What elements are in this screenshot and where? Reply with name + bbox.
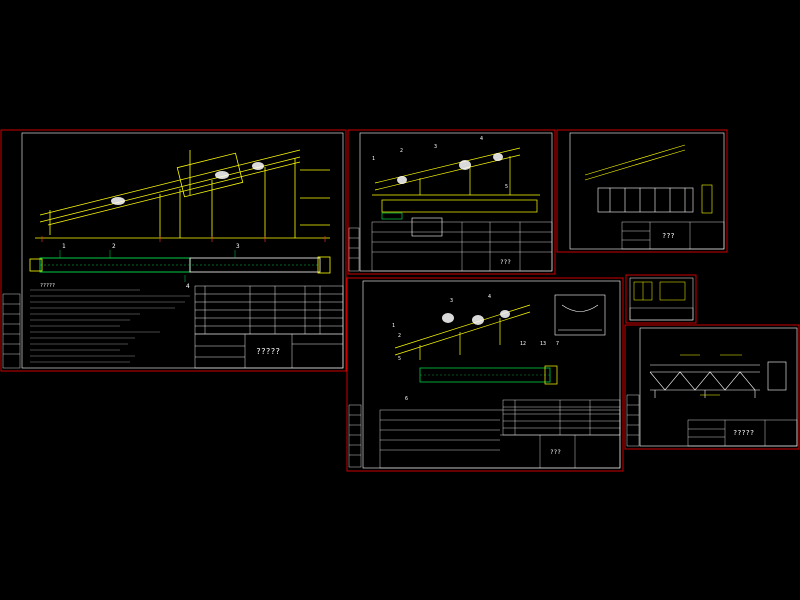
balloon-2: 2 — [400, 148, 403, 154]
sheet-2-title-block — [371, 221, 553, 272]
sheet-2-title-text: ??? — [500, 259, 511, 266]
balloon-13: 13 — [540, 341, 546, 347]
sheet-3-inner-frame — [569, 132, 725, 250]
sheet-1-title-block — [194, 333, 344, 369]
sheet-5-margin-strip — [626, 394, 640, 447]
balloon-2: 2 — [112, 243, 116, 250]
sheet-3-title-text: ??? — [662, 232, 675, 240]
balloon-6: 6 — [405, 396, 408, 402]
sheet-1-outer-frame — [0, 129, 347, 372]
sheet-4-margin-strip — [348, 404, 362, 468]
sheet-5-inner-frame — [639, 327, 798, 447]
sheet-1-notes — [30, 289, 190, 363]
balloon-4: 4 — [488, 294, 491, 300]
sheet-5-title-block — [687, 419, 798, 447]
detail-sheet-inner — [629, 277, 694, 321]
sheet-2-balloons: 1 2 3 4 5 — [372, 136, 508, 190]
sheet-2[interactable]: 1 2 3 4 5 ??? — [347, 129, 556, 275]
balloon-3: 3 — [236, 243, 240, 250]
detail-sheet-title-block — [629, 307, 694, 321]
sheet-5-trestle-elevation — [649, 361, 787, 398]
sheet-4[interactable]: 1 2 3 4 5 6 12 13 7 — [346, 277, 624, 472]
balloon-1: 1 — [372, 156, 375, 162]
sheet-2-margin-strip — [348, 227, 360, 272]
sheet-1-header-label: ????? — [40, 283, 55, 289]
balloon-3: 3 — [450, 298, 453, 304]
sheet-2-rollers — [397, 153, 503, 184]
sheet-1-conveyor-elevation — [35, 149, 330, 239]
sheet-1-conveyor-rollers — [111, 162, 264, 205]
sheet-5-leaders — [680, 354, 742, 396]
sheet-1-balloons: 1 2 3 4 — [62, 243, 240, 290]
sheet-1-margin-strip — [2, 293, 21, 369]
sheet-5-title-text: ????? — [733, 429, 754, 437]
sheet-1[interactable]: 1 2 3 4 ????? — [0, 129, 347, 372]
balloon-2: 2 — [398, 333, 401, 339]
sheet-1-dimension-ticks — [41, 236, 326, 242]
detail-sheet-frame — [625, 274, 697, 324]
sheet-4-balloons: 1 2 3 4 5 6 12 13 7 — [392, 294, 559, 402]
sheet-3-outer-frame — [556, 129, 728, 253]
balloon-4: 4 — [480, 136, 483, 142]
balloon-4: 4 — [186, 283, 190, 290]
sheet-1-inner-frame — [21, 132, 344, 369]
sheet-1-parts-list — [194, 285, 344, 335]
balloon-1: 1 — [392, 323, 395, 329]
balloon-3: 3 — [434, 144, 437, 150]
sheet-4-outer-frame — [346, 277, 624, 472]
sheet-3-title-block — [621, 221, 725, 250]
balloon-12: 12 — [520, 341, 526, 347]
sheet-4-title-block — [379, 409, 621, 469]
detail-sheet-views — [633, 281, 686, 301]
sheet-4-plan — [419, 365, 558, 385]
sheet-5[interactable]: ????? — [624, 324, 800, 450]
sheet-4-rollers — [442, 310, 510, 325]
sheet-3[interactable]: ??? — [556, 129, 728, 253]
balloon-7: 7 — [556, 341, 559, 347]
sheet-4-title-text: ??? — [550, 449, 561, 456]
sheet-5-outer-frame — [624, 324, 800, 450]
balloon-5: 5 — [505, 184, 508, 190]
sheet-1-title-text: ????? — [256, 347, 280, 356]
sheet-4-parts-list — [502, 399, 621, 436]
sheet-4-section-view — [554, 294, 606, 336]
sheet-2-inner-frame — [359, 132, 553, 272]
balloon-1: 1 — [62, 243, 66, 250]
sheet-2-conveyor-elevation — [372, 147, 540, 196]
sheet-2-outer-frame — [347, 129, 556, 275]
detail-sheet[interactable] — [625, 274, 697, 324]
sheet-1-conveyor-plan — [29, 250, 331, 282]
sheet-3-truss-elevation — [584, 144, 713, 214]
balloon-5: 5 — [398, 356, 401, 362]
sheet-2-plan — [381, 199, 538, 237]
